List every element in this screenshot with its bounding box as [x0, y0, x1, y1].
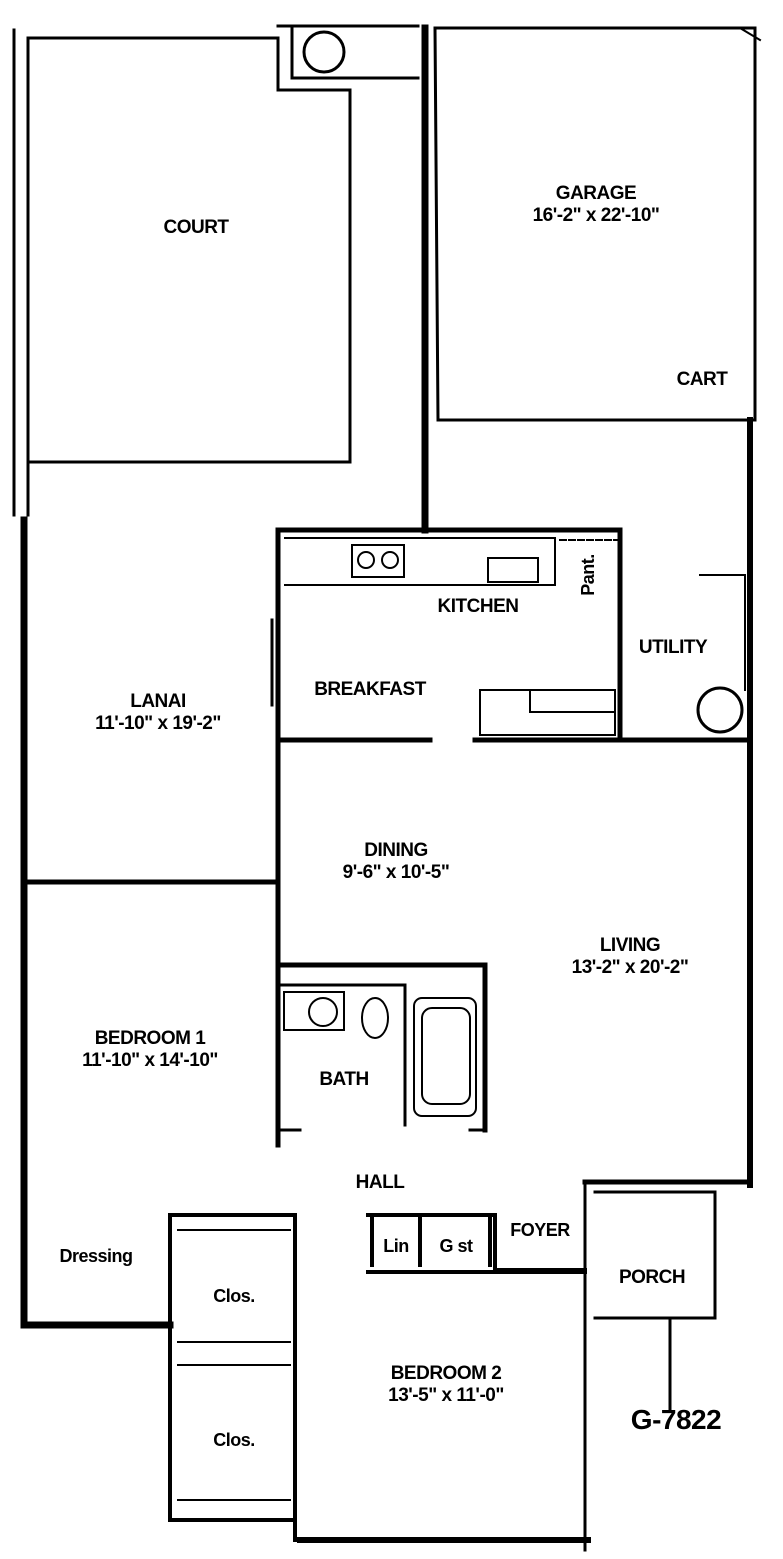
room-label-hall: HALL [355, 1172, 405, 1193]
room-label-dressing: Dressing [59, 1246, 133, 1266]
bath-walls [276, 962, 488, 1133]
plan-code: G-7822 [630, 1404, 722, 1435]
room-label-breakfast: BREAKFAST [314, 679, 426, 700]
room-label-closet-upper: Clos. [213, 1286, 255, 1306]
room-label-kitchen: KITCHEN [437, 596, 519, 617]
room-label-linen: Lin [383, 1236, 409, 1256]
room-label-court: COURT [163, 217, 229, 238]
court-walls [12, 24, 420, 517]
room-label-utility: UTILITY [638, 637, 708, 658]
room-label-pantry: Pant. [578, 554, 598, 596]
room-label-foyer: FOYER [510, 1220, 570, 1240]
room-label-cart: CART [676, 369, 728, 390]
garage-walls [421, 24, 762, 1188]
hall-closets [366, 1213, 587, 1274]
kitchen-walls [270, 527, 753, 1148]
porch-walls [583, 1180, 717, 1552]
room-label-bath: BATH [319, 1069, 369, 1090]
court-planter [302, 30, 346, 74]
bedroom2-closets [168, 1213, 591, 1543]
exterior-left-wall [20, 516, 174, 1329]
room-label-guest-closet: G st [439, 1236, 473, 1256]
room-label-porch: PORCH [618, 1267, 686, 1288]
room-label-closet-lower: Clos. [213, 1430, 255, 1450]
